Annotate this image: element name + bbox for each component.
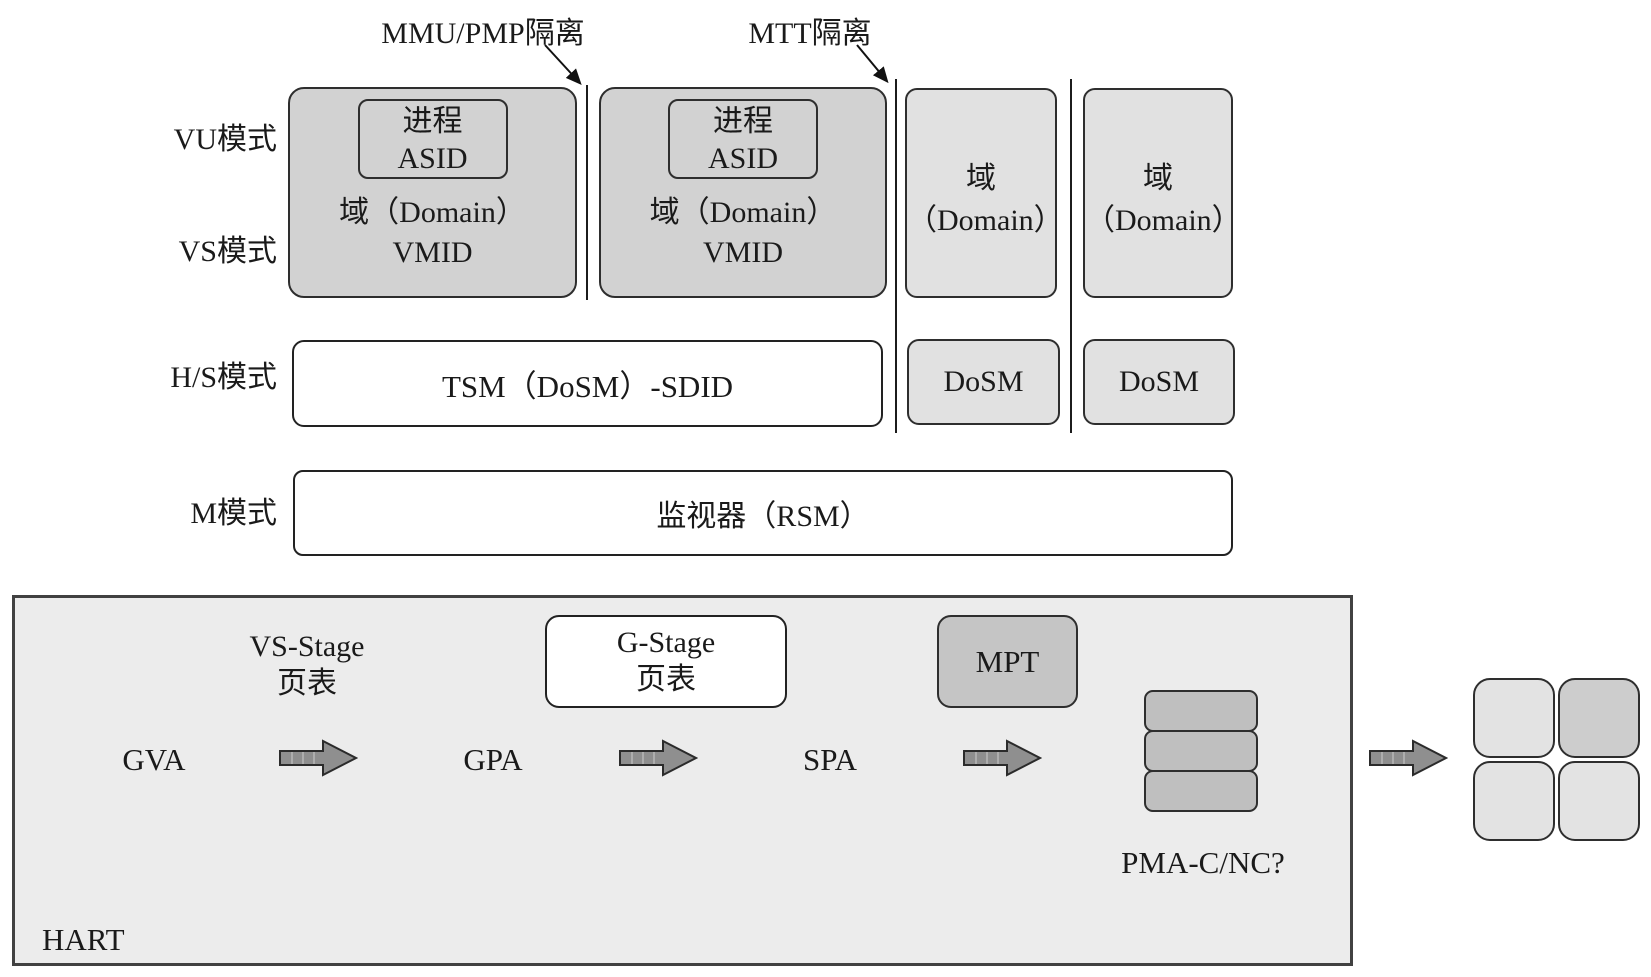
monitor-rsm-box: 监视器（RSM） <box>293 470 1233 556</box>
pma-stack <box>1144 690 1258 812</box>
mmu-pmp-isolation-divider <box>586 85 588 300</box>
memory-region-grid <box>1473 678 1640 841</box>
domain-label: 域（Domain） <box>339 196 526 229</box>
vmid-label: VMID <box>703 236 783 269</box>
domain-label-en: （Domain） <box>907 204 1064 237</box>
mode-label-vs: VS模式 <box>178 235 277 268</box>
domain-vmid-text-1: 域（Domain） VMID <box>290 193 575 273</box>
mode-label-m: M模式 <box>190 497 277 530</box>
domain-label-en: （Domain） <box>1085 204 1242 237</box>
vmid-label: VMID <box>392 236 473 269</box>
dosm-label: DoSM <box>1118 365 1200 398</box>
tsm-box: TSM（DoSM）-SDID <box>292 340 883 427</box>
domain-box-2: 进程 ASID 域（Domain） VMID <box>599 87 887 298</box>
g-stage-line1: G-Stage <box>616 626 716 659</box>
gva-label: GVA <box>122 742 186 777</box>
dosm-box-1: DoSM <box>907 339 1060 425</box>
domain-text-4: 域 （Domain） <box>1085 158 1242 242</box>
asid-label: ASID <box>397 142 468 175</box>
tsm-label: TSM（DoSM）-SDID <box>441 369 734 404</box>
mtt-pointer-arrow-icon <box>856 44 889 84</box>
vs-stage-line1: VS-Stage <box>249 630 365 663</box>
spa-label: SPA <box>802 742 858 777</box>
domain-box-4: 域 （Domain） <box>1083 88 1242 298</box>
process-label: 进程 <box>713 105 773 138</box>
domain-box-3: 域 （Domain） <box>905 88 1064 298</box>
domain-label: 域 <box>1143 162 1173 195</box>
process-label: 进程 <box>402 105 463 138</box>
monitor-rsm-label: 监视器（RSM） <box>656 500 870 533</box>
mode-label-hs: H/S模式 <box>170 361 277 394</box>
vs-stage-page-table-text: VS-Stage 页表 <box>207 628 407 702</box>
process-asid-box-2: 进程 ASID <box>668 99 818 179</box>
translation-arrow-icon-2 <box>619 739 698 777</box>
memory-cell-highlighted <box>1558 678 1640 758</box>
translation-arrow-icon-3 <box>963 739 1042 777</box>
memory-cell <box>1473 678 1555 758</box>
mode-label-vu: VU模式 <box>173 123 277 156</box>
domain-text-3: 域 （Domain） <box>907 158 1064 242</box>
memory-cell <box>1473 761 1555 841</box>
gpa-label: GPA <box>463 742 523 777</box>
g-stage-line2: 页表 <box>636 663 696 696</box>
mmu-pmp-pointer-arrow-icon <box>544 44 582 85</box>
memory-access-arrow-icon <box>1369 739 1448 777</box>
domain-label: 域 <box>966 162 996 195</box>
translation-arrow-icon-1 <box>279 739 358 777</box>
pma-stack-box <box>1144 730 1258 772</box>
hart-label: HART <box>42 922 125 957</box>
memory-cell <box>1558 761 1640 841</box>
pma-stack-box <box>1144 770 1258 812</box>
dosm-label: DoSM <box>943 365 1024 398</box>
g-stage-page-table-box: G-Stage 页表 <box>545 615 787 708</box>
pma-label: PMA-C/NC? <box>1121 845 1285 880</box>
domain-box-1: 进程 ASID 域（Domain） VMID <box>288 87 577 298</box>
dosm-box-2: DoSM <box>1083 339 1235 425</box>
domain-label: 域（Domain） <box>649 196 837 229</box>
pma-stack-box <box>1144 690 1258 732</box>
mpt-box: MPT <box>937 615 1078 708</box>
mtt-isolation-divider-2 <box>1070 79 1072 433</box>
mtt-isolation-label: MTT隔离 <box>748 17 872 50</box>
mpt-label: MPT <box>975 643 1040 679</box>
domain-vmid-text-2: 域（Domain） VMID <box>601 193 885 273</box>
vs-stage-line2: 页表 <box>277 667 337 700</box>
asid-label: ASID <box>707 142 778 175</box>
process-asid-box-1: 进程 ASID <box>357 99 508 179</box>
mmu-pmp-isolation-label: MMU/PMP隔离 <box>381 17 585 50</box>
mtt-isolation-divider-1 <box>895 79 897 433</box>
